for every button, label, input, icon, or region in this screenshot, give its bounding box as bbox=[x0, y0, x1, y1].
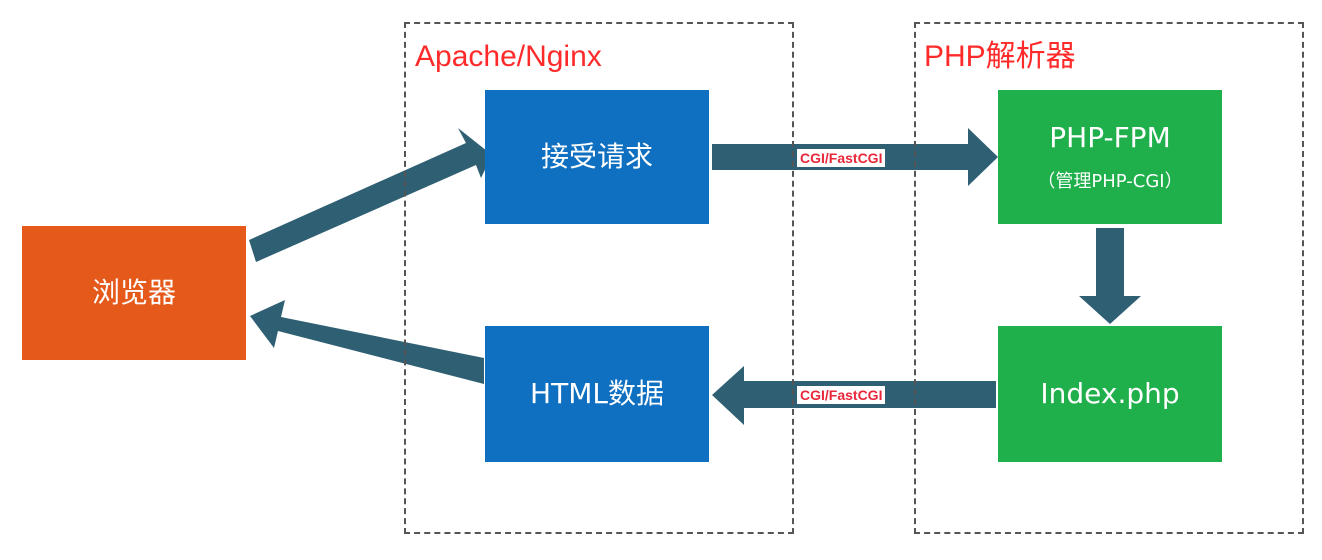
html-data-label: HTML数据 bbox=[530, 377, 664, 411]
arrow-fpm-to-index bbox=[1079, 228, 1141, 324]
receive-request-label: 接受请求 bbox=[540, 140, 653, 174]
browser-label: 浏览器 bbox=[91, 276, 176, 310]
index-php-node: Index.php bbox=[998, 326, 1222, 462]
arrow-browser-to-server bbox=[249, 128, 492, 262]
php-fpm-node: PHP-FPM （管理PHP-CGI） bbox=[998, 90, 1222, 224]
index-php-label: Index.php bbox=[1040, 377, 1180, 411]
php-fpm-sublabel: （管理PHP-CGI） bbox=[1037, 170, 1183, 192]
server-group-label: Apache/Nginx bbox=[415, 40, 602, 73]
arrow-server-to-browser bbox=[250, 300, 484, 384]
parser-group bbox=[914, 22, 1304, 534]
server-group bbox=[404, 22, 794, 534]
html-data-node: HTML数据 bbox=[485, 326, 709, 462]
php-fpm-label: PHP-FPM bbox=[1049, 121, 1171, 155]
request-protocol-label: CGI/FastCGI bbox=[797, 149, 886, 167]
parser-group-label: PHP解析器 bbox=[924, 40, 1076, 73]
response-protocol-label: CGI/FastCGI bbox=[797, 386, 886, 404]
browser-node: 浏览器 bbox=[22, 226, 246, 360]
receive-request-node: 接受请求 bbox=[485, 90, 709, 224]
